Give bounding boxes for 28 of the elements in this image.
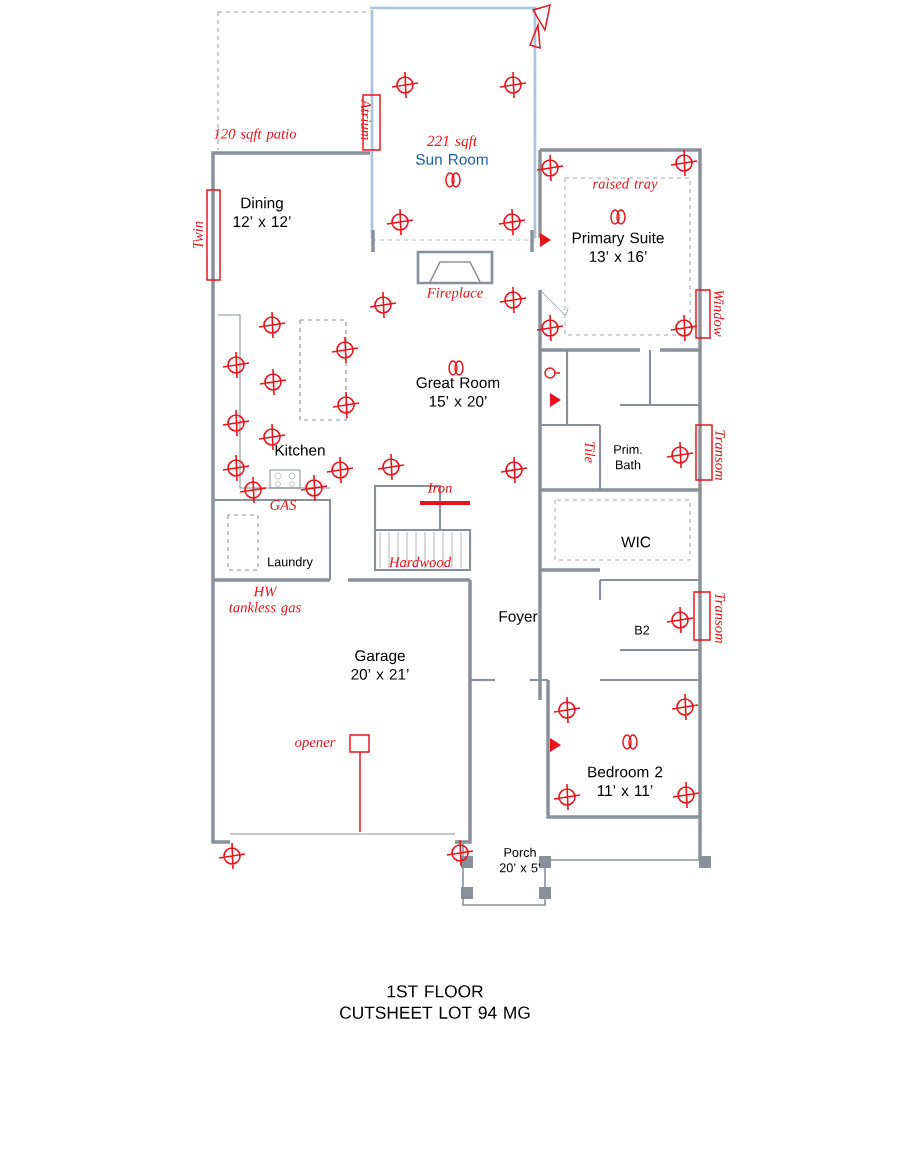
handwritten-note: Window [713,290,725,337]
handwritten-note: Fireplace [426,287,483,301]
handwritten-note: HW tankless gas [229,586,301,616]
handwritten-note: raised tray [593,178,658,192]
room-label: Foyer [499,611,538,625]
room-label: Laundry [268,557,313,569]
handwritten-note: Atrium [361,98,371,140]
handwritten-note: GAS [270,500,297,510]
handwritten-note: Tile [584,441,596,463]
room-label: Prim. Bath [614,444,642,470]
handwritten-note: Transom [715,593,725,644]
handwritten-note: Transom [715,430,725,481]
room-label: 120 sqft patio [213,128,297,142]
room-label: Primary Suite 13’ x 16’ [572,232,664,262]
handwritten-note: Iron [427,483,452,493]
room-label: 221 sqft Sun Room [416,135,488,165]
handwritten-note: Hardwood [388,556,452,568]
room-label: Garage 20’ x 21’ [351,650,409,680]
room-label: Dining 12’ x 12’ [233,197,291,227]
room-label: Kitchen [275,444,325,456]
room-label: Great Room 15’ x 20’ [416,377,500,407]
handwritten-note: opener [295,740,336,750]
handwritten-note: Twin [193,221,203,249]
room-label: Bedroom 2 11’ x 11’ [588,766,663,796]
room-label: Porch 20’ x 5’ [499,847,540,873]
room-label: WIC [621,536,651,548]
room-label: B2 [635,625,650,635]
caption: 1ST FLOOR CUTSHEET LOT 94 MG [340,985,530,1019]
